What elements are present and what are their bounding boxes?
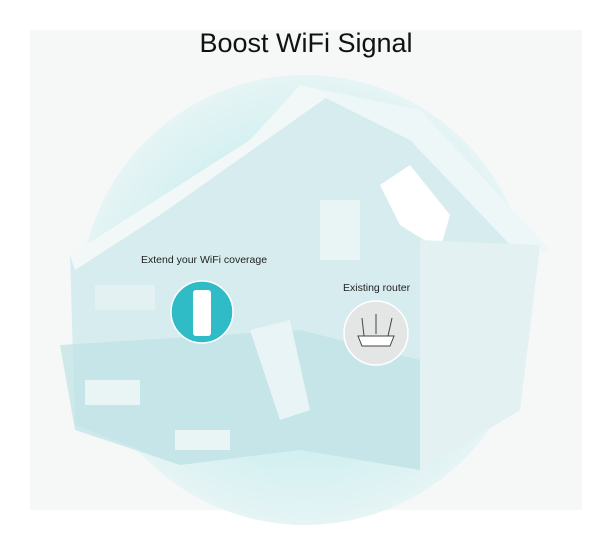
kitchen-counter [85,380,140,405]
house-side-wall [420,240,540,470]
ground-floor [60,330,420,470]
range-extender-icon [193,290,211,336]
extender-label: Extend your WiFi coverage [141,254,268,266]
roof [300,85,550,255]
bookshelf [320,200,360,260]
dormer [380,165,450,250]
router-label: Existing router [343,282,411,294]
roof-left [70,85,330,270]
router-icon [357,314,395,347]
page-title: Boost WiFi Signal [199,28,413,58]
sofa [95,285,155,310]
table [175,430,230,450]
staircase [250,320,310,420]
